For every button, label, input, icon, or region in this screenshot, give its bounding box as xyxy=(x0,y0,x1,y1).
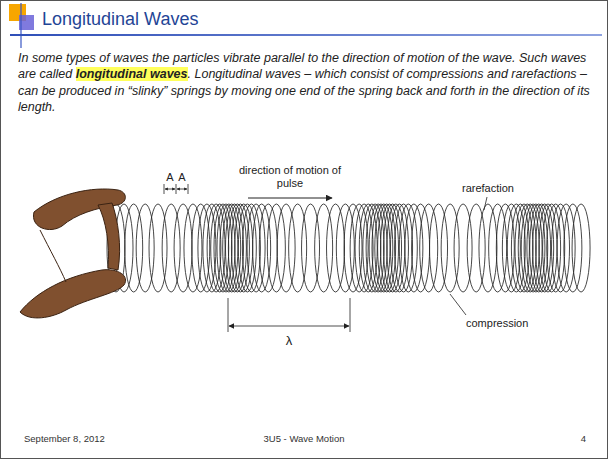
spring-coil xyxy=(489,204,507,292)
spring-coil xyxy=(536,204,554,292)
amplitude-label: A xyxy=(178,171,185,184)
spring-coil xyxy=(572,204,590,292)
spring-coil xyxy=(507,204,525,292)
spring-coil xyxy=(259,204,277,292)
hand xyxy=(20,189,126,318)
spring-coil xyxy=(125,204,143,292)
compression-label: compression xyxy=(466,317,528,330)
rarefaction-label: rarefaction xyxy=(462,182,514,195)
spring-coil xyxy=(399,204,417,292)
wavelength-bracket xyxy=(228,298,350,332)
spring-coil xyxy=(336,204,354,292)
spring-coil xyxy=(327,204,345,292)
slide-number: 4 xyxy=(581,433,586,444)
highlighted-term: longitudinal waves xyxy=(76,67,188,81)
slide-title: Longitudinal Waves xyxy=(42,9,198,30)
spring-coil xyxy=(420,204,438,292)
spring-coil xyxy=(430,204,448,292)
slinky-spring xyxy=(107,204,590,292)
amplitude-label: A xyxy=(166,171,173,184)
direction-label: direction of motion of pulse xyxy=(238,164,342,190)
title-rule xyxy=(10,34,602,36)
spring-coil xyxy=(247,204,265,292)
spring-coil xyxy=(479,204,497,292)
spring-coil xyxy=(174,204,192,292)
leader-line xyxy=(484,197,487,210)
spring-coil xyxy=(547,204,565,292)
spring-coil xyxy=(203,204,221,292)
spring-coil xyxy=(267,204,285,292)
amplitude-marks xyxy=(164,184,188,194)
spring-coil xyxy=(277,204,295,292)
spring-coil xyxy=(384,204,402,292)
spring-coil xyxy=(412,204,430,292)
spring-coil xyxy=(315,204,333,292)
spring-coil xyxy=(242,204,260,292)
spring-coil xyxy=(355,204,373,292)
spring-coil xyxy=(564,204,582,292)
leader-line xyxy=(450,294,466,315)
spring-coil xyxy=(395,204,413,292)
spring-coil xyxy=(467,204,485,292)
title-logo xyxy=(9,3,34,48)
spring-coil xyxy=(184,204,202,292)
body-text: In some types of waves the particles vib… xyxy=(18,50,592,115)
wavelength-label: λ xyxy=(286,333,293,348)
spring-coil xyxy=(162,204,180,292)
footer-course: 3U5 - Wave Motion xyxy=(264,433,345,444)
direction-arrow xyxy=(248,198,332,199)
footer-date: September 8, 2012 xyxy=(24,433,105,444)
